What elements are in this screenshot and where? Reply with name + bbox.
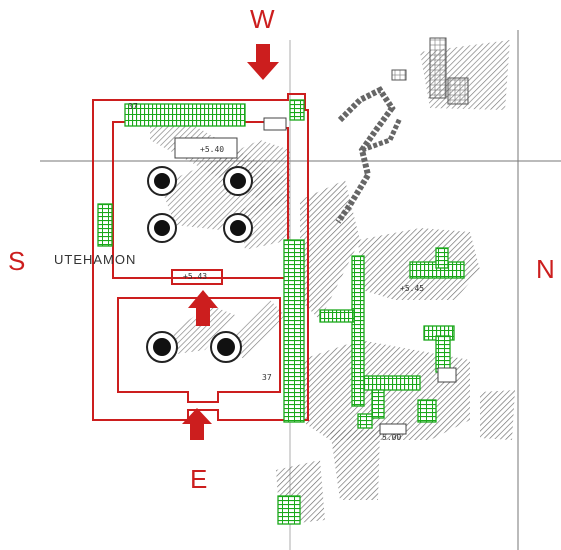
compass-east: E — [190, 464, 208, 494]
elevation-label-right: +5.45 — [400, 284, 425, 293]
column — [147, 213, 177, 243]
direction-arrows — [182, 44, 279, 440]
column — [146, 331, 178, 363]
column — [147, 166, 177, 196]
arrow-up-icon — [188, 290, 218, 326]
columns — [146, 166, 253, 363]
compass-south: S — [8, 246, 26, 276]
column — [223, 213, 253, 243]
elevation-label-center: +5.43 — [183, 272, 208, 281]
elevation-label-top: +5.40 — [200, 145, 225, 154]
arrow-down-icon — [247, 44, 279, 80]
number-label-top-left: 37 — [128, 102, 138, 111]
number-label-bottom-right: 5.00 — [382, 433, 402, 442]
arrow-up-icon — [182, 408, 212, 440]
column — [210, 331, 242, 363]
column — [223, 166, 253, 196]
number-label-bottom-left: 37 — [262, 373, 272, 382]
benches — [174, 117, 457, 435]
restored-walls — [97, 99, 465, 525]
compass-north: N — [536, 254, 555, 284]
site-name-label: UTEHAMON — [54, 252, 137, 267]
compass-west: W — [250, 4, 275, 34]
survey-structures — [335, 37, 469, 224]
